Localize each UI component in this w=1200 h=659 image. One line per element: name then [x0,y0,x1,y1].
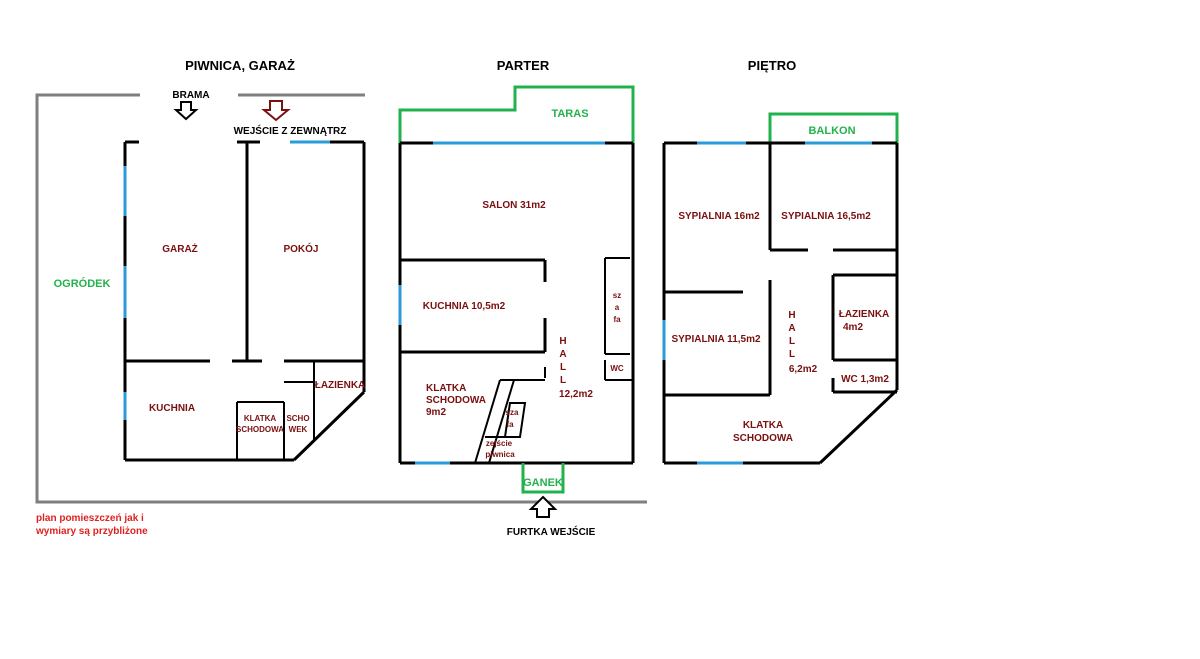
wardrobe-letter: fa [613,315,621,324]
ground-stair-label-1: KLATKA [426,383,466,394]
garden-label: OGRÓDEK [54,277,111,290]
ground-kitchen-label: KUCHNIA 10,5m2 [423,301,506,312]
gate-label: BRAMA [172,90,209,101]
ground-stair-label-3: 9m2 [426,407,446,418]
upper-stair-label-1: KLATKA [743,420,783,431]
upper-hall-letter: A [788,323,795,334]
ground-stair-label-2: SCHODOWA [426,395,486,406]
living-room-label: SALON 31m2 [482,200,546,211]
basement-stair-label-2: SCHODOWA [236,425,284,434]
upper-floor-title: PIĘTRO [748,58,796,73]
storage-label-1: SCHO [286,414,309,423]
upper-hall-area: 6,2m2 [789,364,818,375]
ground-floor-title: PARTER [497,58,550,73]
porch-label: GANEK [523,477,563,489]
bedroom-16-5-label: SYPIALNIA 16,5m2 [781,211,871,222]
upper-hall-letter: L [789,349,795,360]
ground-hall-letter: A [559,349,566,360]
gate-arrow-icon [173,101,199,121]
storage-label-2: WEK [289,425,308,434]
basement-room-label: POKÓJ [283,242,318,255]
cellar-descent-label-2: piwnica [485,450,515,459]
property-fence [35,93,647,504]
terrace-label: TARAS [551,108,588,120]
small-wardrobe-label-2: fa [506,420,514,429]
basement-stair-label-1: KLATKA [244,414,277,423]
small-wardrobe-label-1: sza [506,408,519,417]
ground-wc-label: WC [610,364,624,373]
outside-entrance-label: WEJŚCIE Z ZEWNĄTRZ [234,124,347,137]
upper-bathroom-label-2: 4m2 [843,322,863,333]
bedroom-11-5-label: SYPIALNIA 11,5m2 [671,334,761,345]
entrance-arrow-icon [261,100,291,122]
wardrobe-letter: a [615,303,620,312]
approximation-note-line2: wymiary są przybliżone [35,526,148,537]
entry-gate-label: FURTKA WEJŚCIE [507,525,596,538]
basement-bathroom-label: ŁAZIENKA [315,380,366,391]
cellar-descent-label-1: zejście [486,439,513,448]
upper-stair-label-2: SCHODOWA [733,433,793,444]
balcony-label: BALKON [808,125,855,137]
upper-hall-letter: L [789,336,795,347]
wardrobe-letter: sz [613,291,621,300]
ground-hall-letter: H [559,336,566,347]
bedroom-16-label: SYPIALNIA 16m2 [678,211,760,222]
ground-floor-plan: TARAS GANEK FURTKA WEJŚCIE SALON 3 [398,85,635,538]
garage-label: GARAŻ [162,242,198,255]
ground-hall-letter: L [560,375,566,386]
upper-floor-plan: BALKON SYPIALNIA 16m2 SYPIALNIA 16,5m2 S… [662,112,899,465]
entry-arrow-icon [528,495,558,518]
upper-hall-letter: H [788,310,795,321]
basement-plan: BRAMA WEJŚCIE Z ZEWNĄTRZ OGRÓDEK GARAŻ P… [54,90,366,462]
upper-wc-label: WC 1,3m2 [841,374,889,385]
ground-hall-letter: L [560,362,566,373]
ground-hall-area: 12,2m2 [559,389,593,400]
approximation-note-line1: plan pomieszczeń jak i [36,513,144,524]
basement-kitchen-label: KUCHNIA [149,403,195,414]
basement-title: PIWNICA, GARAŻ [185,58,295,73]
upper-bathroom-label-1: ŁAZIENKA [839,309,890,320]
